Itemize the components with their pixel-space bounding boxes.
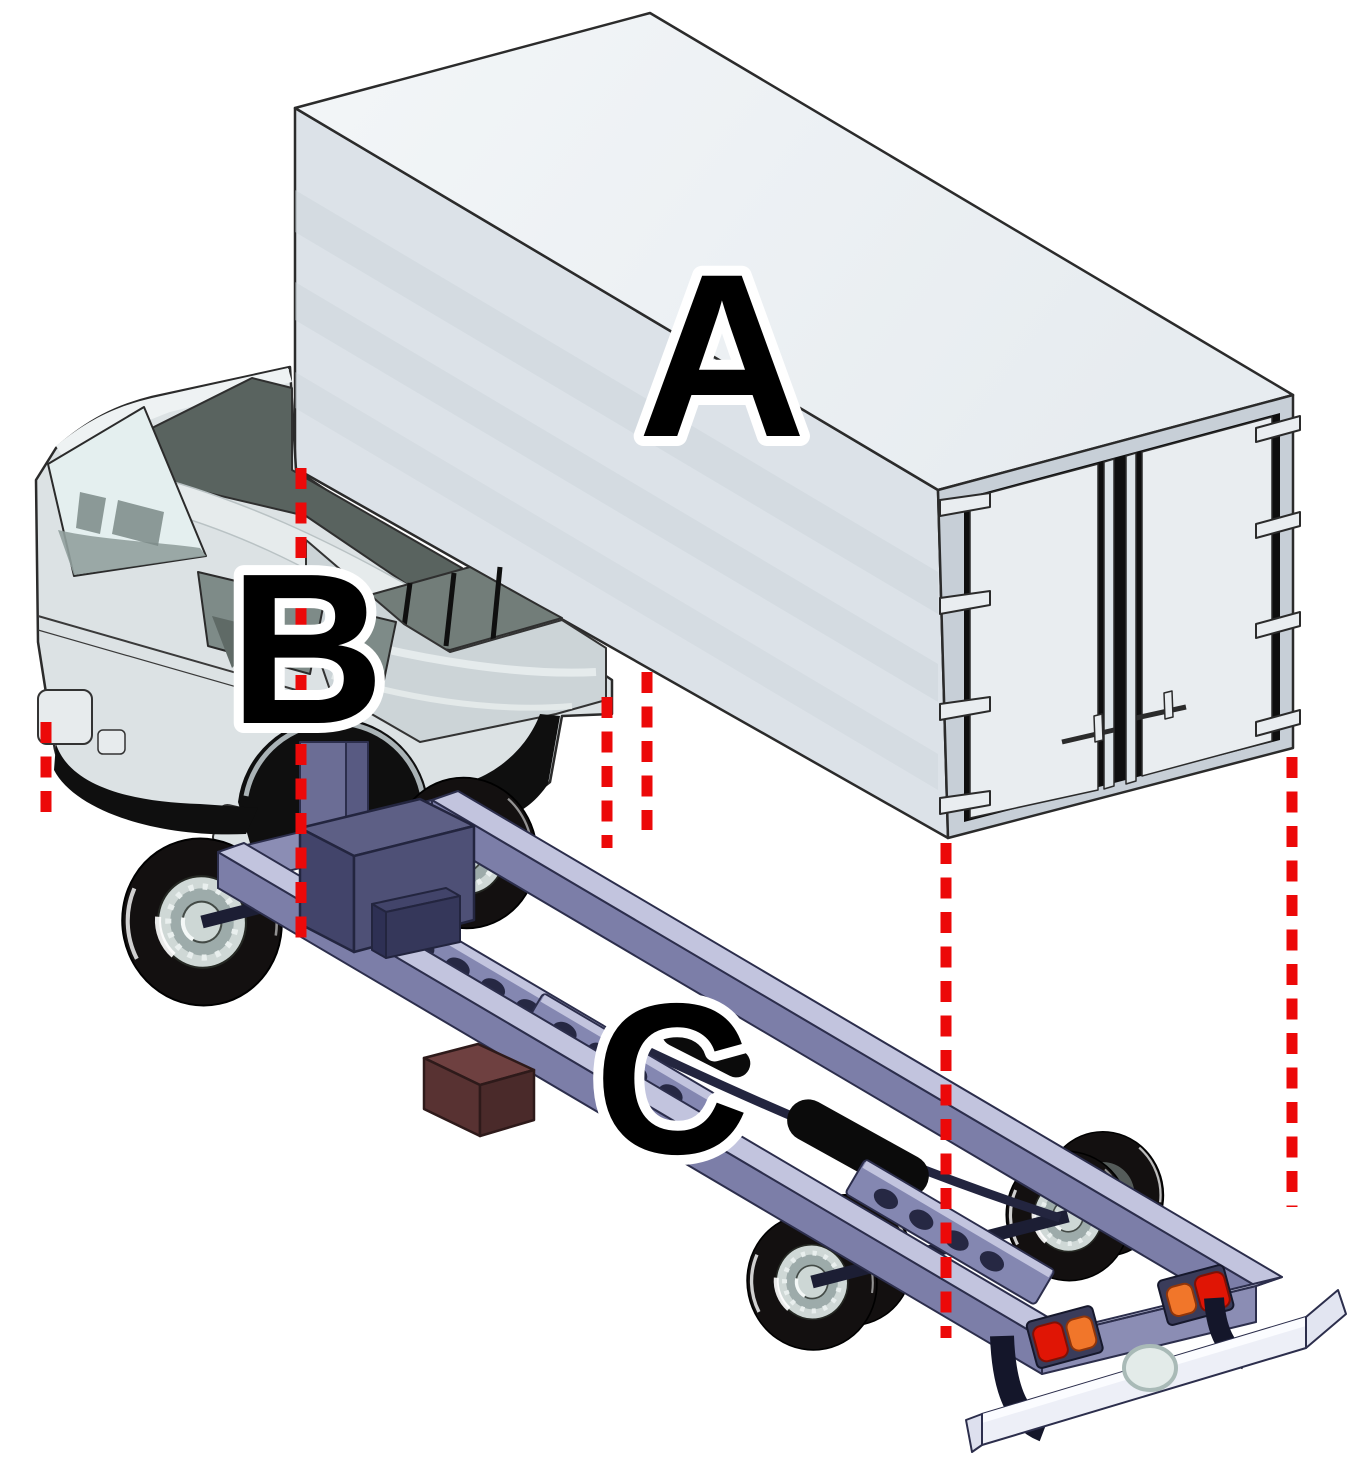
cab-marker-lamp (97, 729, 126, 755)
box-rear-door-right (1141, 416, 1273, 777)
box-rear-door-left (969, 463, 1099, 819)
box-door-hinges-left (939, 492, 991, 815)
tail-light-orange (1165, 1282, 1198, 1317)
tail-light-cluster (1025, 1305, 1104, 1369)
tail-light-orange (1065, 1315, 1098, 1352)
cab-dashboard (58, 530, 206, 575)
cab-rear-side-window (329, 607, 397, 681)
box-door-hinges-right (1255, 415, 1301, 737)
box-side-stripes (295, 190, 938, 790)
cargo-box (293, 11, 1301, 840)
cab-under-shadow-front (54, 744, 258, 835)
box-door-handles (1061, 690, 1187, 745)
cab (34, 365, 614, 874)
transmission (371, 887, 461, 959)
cab-vent-window (212, 616, 268, 668)
chassis-frame (107, 741, 1347, 1453)
muffler (787, 1099, 929, 1197)
box-door-hinge-rod (1103, 458, 1115, 790)
guide-lines (40, 468, 1298, 1338)
cab-trim-lines (37, 615, 297, 705)
cab-seat (76, 492, 106, 534)
cab-sill-streak (331, 673, 573, 711)
label-cab: B (229, 528, 384, 769)
fuel-tank (422, 1042, 536, 1138)
resonator (661, 1018, 751, 1078)
label-cargo-box: A (638, 226, 806, 486)
label-chassis: C (594, 958, 749, 1199)
cab-seat (112, 500, 164, 546)
spare-cap (1122, 1344, 1178, 1392)
part-labels: A B C (219, 216, 816, 1209)
tail-light-red (1032, 1321, 1069, 1363)
cab-arch-rim (243, 720, 425, 797)
box-door-hinge-rod (1125, 452, 1137, 785)
